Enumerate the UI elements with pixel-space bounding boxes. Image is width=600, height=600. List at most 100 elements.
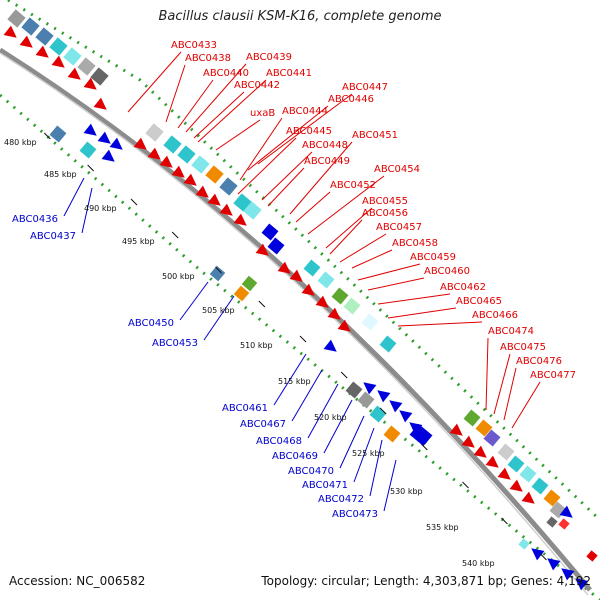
leader-line [485, 337, 489, 411]
leader-line [81, 187, 93, 234]
leader-line [237, 137, 297, 195]
leader-line [383, 459, 397, 512]
forward-gene-label[interactable]: ABC0466 [472, 310, 518, 321]
reverse-gene-label[interactable]: ABC0461 [222, 403, 268, 414]
map-title: Bacillus clausii KSM-K16, complete genom… [158, 9, 442, 24]
forward-gene-label[interactable]: ABC0462 [440, 282, 486, 293]
gene-arrow [109, 137, 123, 150]
gene-arrow [83, 123, 97, 136]
kbp-tick-mark [420, 443, 428, 451]
feature-block [233, 285, 250, 302]
gene-arrow [323, 339, 337, 352]
reverse-gene-label[interactable]: ABC0453 [152, 338, 198, 349]
kbp-tick-mark [299, 335, 307, 343]
forward-gene-label[interactable]: ABC0477 [530, 370, 576, 381]
reverse-gene-label[interactable]: ABC0436 [12, 214, 58, 225]
forward-gene-label[interactable]: ABC0439 [246, 52, 292, 63]
gene-arrow [233, 213, 247, 226]
forward-gene-label[interactable]: ABC0451 [352, 130, 398, 141]
feature-block [77, 57, 96, 76]
forward-gene-label[interactable]: ABC0452 [330, 180, 376, 191]
feature-block [546, 516, 558, 528]
reverse-gene-label[interactable]: ABC0450 [128, 318, 174, 329]
kbp-tick-mark [540, 553, 547, 561]
feature-block [586, 550, 598, 562]
leader-line [203, 295, 235, 341]
leader-line [177, 79, 214, 129]
gene-arrow [97, 131, 111, 144]
gene-arrow [3, 25, 17, 38]
feature-block [383, 425, 401, 443]
gene-arrow [377, 390, 391, 403]
reverse-gene-label[interactable]: ABC0437 [30, 231, 76, 242]
gene-arrow [509, 479, 523, 492]
forward-gene-label[interactable]: ABC0446 [328, 94, 374, 105]
leader-line [329, 219, 363, 255]
reverse-gene-label[interactable]: ABC0467 [240, 419, 286, 430]
forward-gene-label[interactable]: ABC0440 [203, 68, 249, 79]
label-leader-lines [63, 51, 541, 512]
forward-gene-label[interactable]: ABC0444 [282, 106, 328, 117]
genome-backbone-shadow [0, 52, 589, 596]
forward-gene-label[interactable]: ABC0465 [456, 296, 502, 307]
leader-line [165, 64, 186, 123]
kbp-tick-mark [501, 517, 508, 525]
feature-block [63, 47, 82, 66]
feature-block [331, 287, 349, 305]
forward-gene-label[interactable]: ABC0445 [286, 126, 332, 137]
forward-gene-label[interactable]: ABC0457 [376, 222, 422, 233]
forward-gene-label[interactable]: ABC0459 [410, 252, 456, 263]
feature-block [531, 477, 549, 495]
reverse-gene-label[interactable]: ABC0472 [318, 494, 364, 505]
forward-gene-label[interactable]: ABC0476 [516, 356, 562, 367]
forward-gene-label[interactable]: ABC0442 [234, 80, 280, 91]
gene-arrow [449, 423, 463, 436]
leader-line [307, 383, 339, 439]
kbp-tick-mark [258, 300, 266, 308]
reverse-gene-label[interactable]: ABC0473 [332, 509, 378, 520]
forward-gene-label[interactable]: ABC0475 [500, 342, 546, 353]
leader-line [257, 93, 353, 165]
feature-block [49, 37, 68, 56]
forward-gene-label[interactable]: ABC0441 [266, 68, 312, 79]
kbp-tick-label: 490 kbp [84, 204, 117, 213]
leader-line [339, 233, 387, 263]
forward-gene-label[interactable]: ABC0438 [185, 53, 231, 64]
leader-line [247, 105, 329, 171]
gene-arrow [171, 165, 185, 178]
reverse-gene-label[interactable]: ABC0471 [302, 480, 348, 491]
feature-block [303, 259, 321, 277]
reverse-gene-label[interactable]: ABC0468 [256, 436, 302, 447]
gene-labels[interactable]: ABC0433ABC0438ABC0440ABC0439ABC0442ABC04… [12, 40, 576, 520]
feature-block [209, 265, 226, 282]
reverse-gene-label[interactable]: ABC0470 [288, 466, 334, 477]
forward-gene-label[interactable]: uxaB [250, 108, 275, 119]
feature-block [79, 141, 97, 159]
forward-gene-label[interactable]: ABC0454 [374, 164, 420, 175]
forward-gene-label[interactable]: ABC0433 [171, 40, 217, 51]
feature-block [543, 489, 561, 507]
forward-gene-label[interactable]: ABC0456 [362, 208, 408, 219]
kbp-tick-label: 495 kbp [122, 237, 155, 246]
gene-arrow [561, 568, 575, 581]
forward-gene-label[interactable]: ABC0447 [342, 82, 388, 93]
forward-gene-label[interactable]: ABC0449 [304, 156, 350, 167]
leader-line [193, 91, 245, 139]
forward-gene-label[interactable]: ABC0455 [362, 196, 408, 207]
forward-gene-label[interactable]: ABC0460 [424, 266, 470, 277]
gene-arrow [473, 445, 487, 458]
topology-text: Topology: circular; Length: 4,303,871 bp… [261, 574, 591, 588]
reverse-gene-label[interactable]: ABC0469 [272, 451, 318, 462]
leader-line [339, 415, 365, 469]
forward-gene-label[interactable]: ABC0474 [488, 326, 534, 337]
feature-block [241, 275, 258, 292]
kbp-tick-label: 485 kbp [44, 170, 77, 179]
feature-block [343, 297, 361, 315]
forward-gene-label[interactable]: ABC0448 [302, 140, 348, 151]
leader-line [351, 249, 393, 269]
forward-gene-label[interactable]: ABC0458 [392, 238, 438, 249]
gene-arrow [485, 455, 499, 468]
leader-line [215, 119, 261, 151]
kbp-tick-mark [43, 132, 51, 140]
leader-line [261, 151, 313, 201]
